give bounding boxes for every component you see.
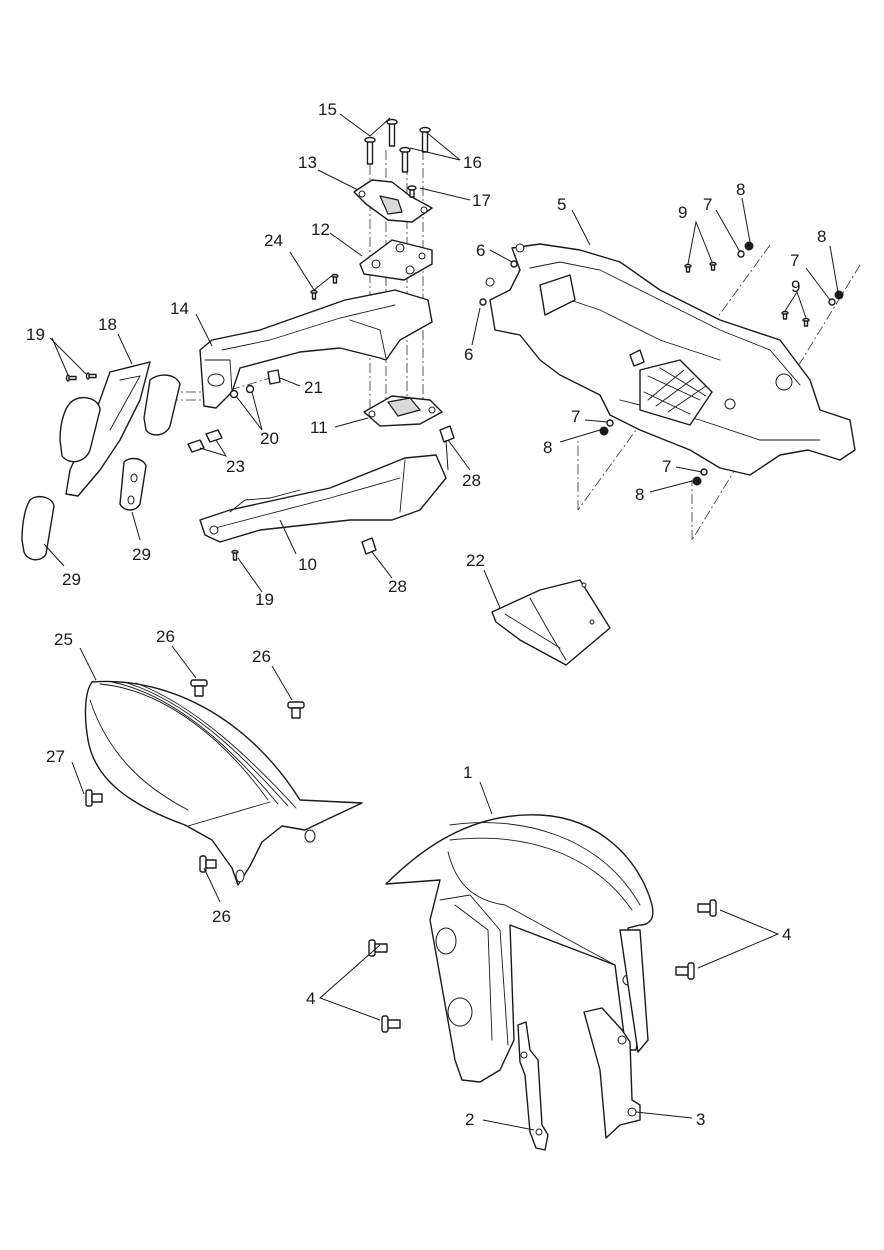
callout-17: 17: [472, 191, 491, 210]
callout-18: 18: [98, 315, 117, 334]
callout-4: 4: [782, 925, 791, 944]
callout-19: 19: [255, 590, 274, 609]
callout-28: 28: [462, 471, 481, 490]
screws-24: [310, 273, 339, 300]
callout-25: 25: [54, 630, 73, 649]
callout-8: 8: [817, 227, 826, 246]
clips-28: [361, 425, 455, 555]
callout-7: 7: [790, 251, 799, 270]
screws-19: [65, 372, 239, 561]
pads-29: [21, 457, 147, 561]
callout-7: 7: [571, 407, 580, 426]
cover-22: [491, 579, 611, 666]
bracket-13: [353, 179, 433, 223]
rear-hugger-25: [84, 680, 363, 886]
bracket-3: [583, 1007, 641, 1139]
callout-12: 12: [311, 220, 330, 239]
callout-29: 29: [132, 545, 151, 564]
bracket-2: [517, 1021, 549, 1151]
front-mudguard-1: [385, 814, 654, 1083]
callout-5: 5: [557, 195, 566, 214]
callout-27: 27: [46, 747, 65, 766]
plate-12: [359, 239, 433, 281]
callout-4: 4: [306, 989, 315, 1008]
screws-15-16-17: [364, 118, 431, 198]
callout-10: 10: [298, 555, 317, 574]
callout-29: 29: [62, 570, 81, 589]
callout-22: 22: [466, 551, 485, 570]
callout-19: 19: [26, 325, 45, 344]
callout-20: 20: [260, 429, 279, 448]
tray-10: [199, 454, 447, 543]
callout-24: 24: [264, 231, 283, 250]
callout-21: 21: [304, 378, 323, 397]
callout-14: 14: [170, 299, 189, 318]
callout-26: 26: [252, 647, 271, 666]
holder-18: [59, 361, 181, 497]
callout-9: 9: [678, 203, 687, 222]
callout-28: 28: [388, 577, 407, 596]
hugger-bolts: [85, 679, 305, 873]
mudguard-bolts-4: [368, 899, 717, 1033]
small-fixings-20-21-23: [187, 369, 281, 453]
callout-6: 6: [476, 241, 485, 260]
callout-11: 11: [310, 418, 328, 437]
undertray-fixings: [479, 241, 844, 486]
callout-7: 7: [662, 457, 671, 476]
callout-26: 26: [156, 627, 175, 646]
callout-8: 8: [635, 485, 644, 504]
callout-3: 3: [696, 1110, 705, 1129]
leader-lines: [43, 113, 839, 1131]
callout-26: 26: [212, 907, 231, 926]
undertray-5: [485, 243, 856, 476]
callout-8: 8: [736, 180, 745, 199]
callout-1: 1: [463, 763, 472, 782]
callout-6: 6: [464, 345, 473, 364]
callout-8: 8: [543, 438, 552, 457]
callout-7: 7: [703, 195, 712, 214]
callout-13: 13: [298, 153, 317, 172]
callout-23: 23: [226, 457, 245, 476]
callout-2: 2: [465, 1110, 474, 1129]
callout-16: 16: [463, 153, 482, 172]
callout-15: 15: [318, 100, 337, 119]
frame-14: [199, 289, 433, 409]
callout-labels: 1 2 3 4 4 5 6 6 7 7 7 7 8 8 8 8 9 9 10 1…: [26, 100, 826, 1129]
bracket-11: [363, 395, 443, 427]
callout-9: 9: [791, 277, 800, 296]
